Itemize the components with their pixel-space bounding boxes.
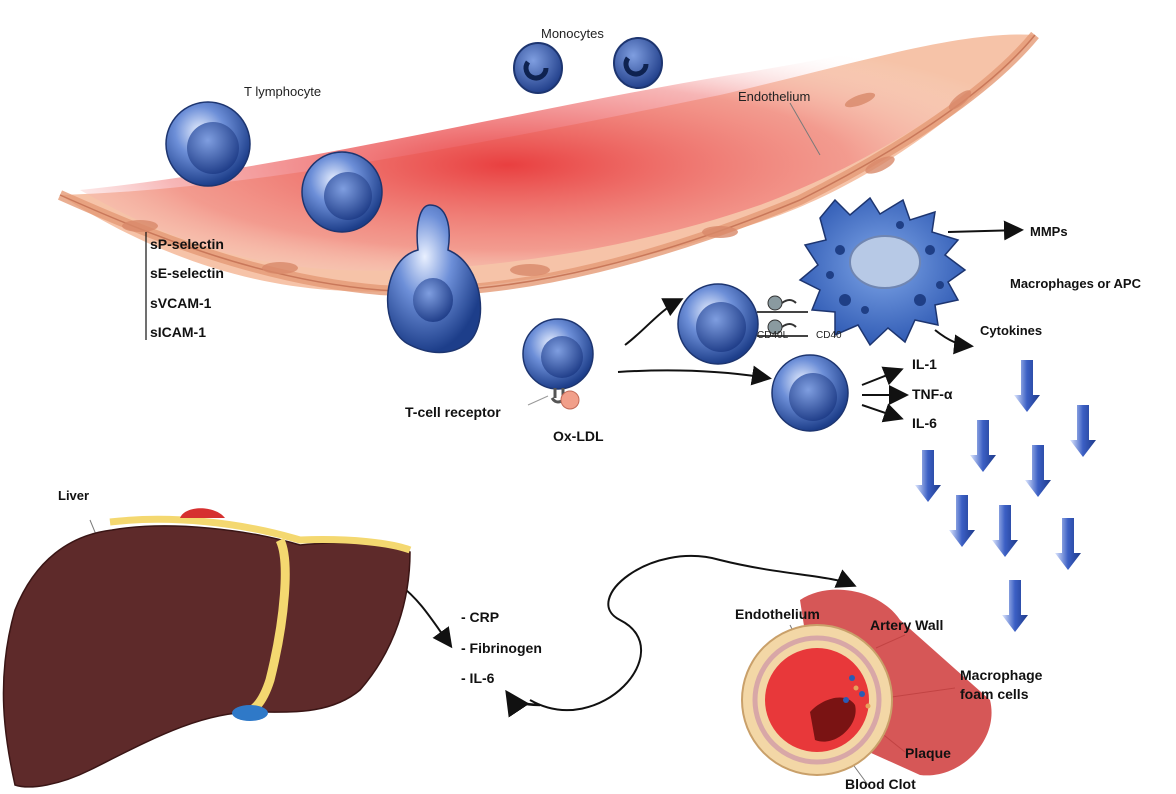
liver-illustration	[3, 508, 410, 787]
t-cell-cd40l	[678, 284, 758, 364]
label-blood-clot: Blood Clot	[845, 776, 916, 792]
monocyte-cell	[514, 43, 562, 93]
label-t-cell-receptor: T-cell receptor	[405, 404, 501, 420]
label-svcam-1: sVCAM-1	[150, 295, 211, 311]
label-liver: Liver	[58, 488, 89, 503]
macrophage-cell	[800, 198, 965, 345]
label-il-1: IL-1	[912, 356, 937, 372]
label-se-selectin: sE-selectin	[150, 265, 224, 281]
label-mmps: MMPs	[1030, 224, 1068, 239]
label-fibrinogen: - Fibrinogen	[461, 640, 542, 656]
label-cd40l: CD40L	[757, 330, 788, 341]
label-monocytes: Monocytes	[541, 26, 604, 41]
label-cytokines: Cytokines	[980, 323, 1042, 338]
label-macrophages: Macrophages or APC	[1010, 276, 1141, 291]
label-artery-wall: Artery Wall	[870, 617, 943, 633]
label-tnf-alpha: TNF-α	[912, 386, 952, 402]
label-endothelium-artery: Endothelium	[735, 606, 820, 622]
ox-ldl-particle	[561, 391, 579, 409]
cytokine-producing-cell	[772, 355, 848, 431]
label-sp-selectin: sP-selectin	[150, 236, 224, 252]
t-lymphocyte-cell	[166, 102, 250, 186]
label-endothelium-vessel: Endothelium	[738, 89, 810, 104]
label-cd40: CD40	[816, 330, 842, 341]
label-crp: - CRP	[461, 609, 499, 625]
label-plaque: Plaque	[905, 745, 951, 761]
label-macrophage-foam-cells: Macrophage foam cells	[960, 666, 1042, 704]
t-lymphocyte-cell	[302, 152, 382, 232]
monocyte-cell	[614, 38, 662, 88]
t-cell-activated	[523, 319, 593, 409]
label-ox-ldl: Ox-LDL	[553, 428, 604, 444]
label-t-lymphocyte: T lymphocyte	[244, 84, 321, 99]
label-il-6-cytokine: IL-6	[912, 415, 937, 431]
label-il-6-liver: - IL-6	[461, 670, 494, 686]
label-sicam-1: sICAM-1	[150, 324, 206, 340]
